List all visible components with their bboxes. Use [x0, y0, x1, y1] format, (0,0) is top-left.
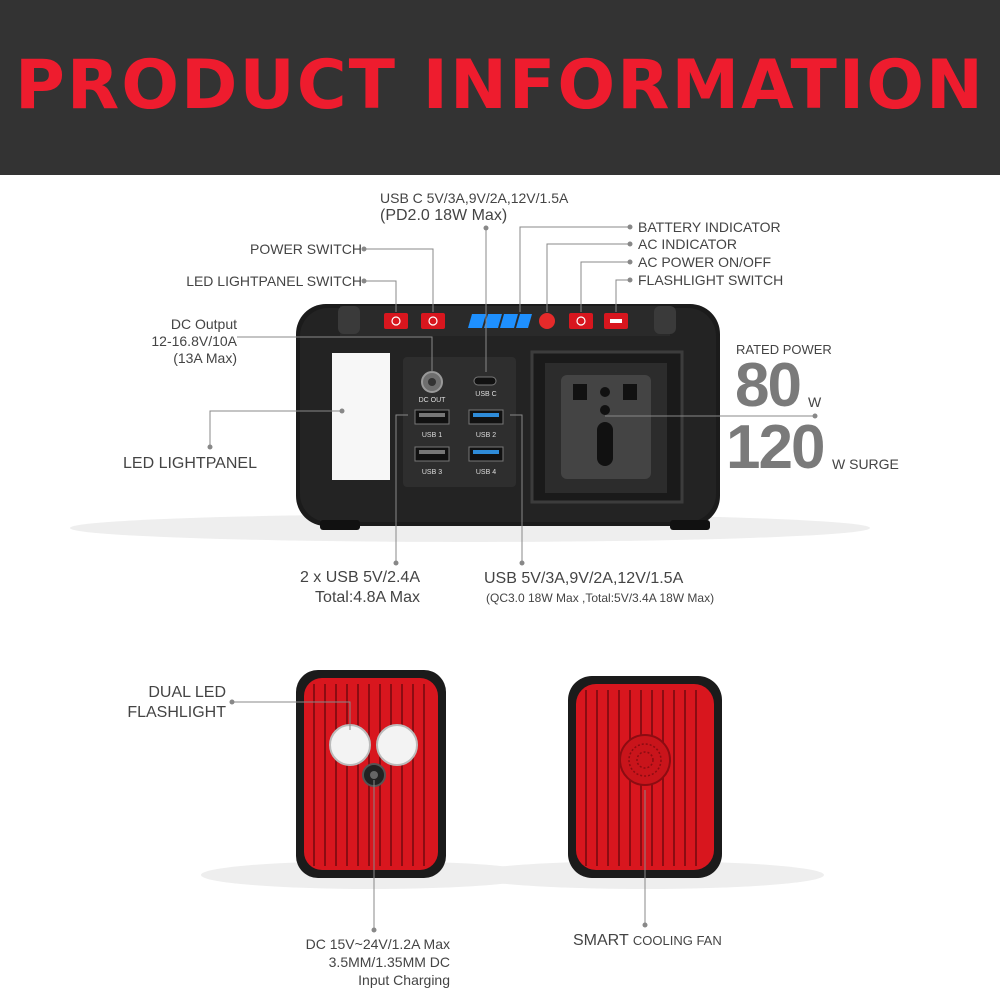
dc-input-line1: DC 15V~24V/1.2A Max: [305, 936, 450, 952]
led-lightpanel-switch-label: LED LIGHTPANEL SWITCH: [186, 273, 362, 289]
dual-led-line1: DUAL LED: [148, 684, 226, 701]
battery-indicator: [468, 314, 532, 328]
rated-power-unit: W: [808, 394, 822, 410]
header-banner: PRODUCT INFORMATION: [0, 0, 1000, 175]
ac-indicator-light: [539, 313, 555, 329]
usb-c-port-label: USB C: [475, 391, 496, 398]
ac-indicator-label: AC INDICATOR: [638, 236, 738, 252]
flashlight-end-view: [201, 670, 541, 889]
ac-power-button: [569, 313, 593, 329]
rated-power-value: 80: [735, 351, 802, 420]
fan-label-word1: SMART: [573, 932, 629, 949]
usb2-port-label: USB 2: [476, 432, 496, 439]
battery-indicator-label: BATTERY INDICATOR: [638, 219, 781, 235]
leader-dots: [207, 224, 818, 933]
usb4-port-label: USB 4: [476, 469, 496, 476]
flashlight-led-right: [376, 724, 418, 766]
dual-led-line2: FLASHLIGHT: [127, 704, 226, 721]
led-lightpanel: [332, 353, 390, 480]
usb-a-spec-line1: 2 x USB 5V/2.4A: [299, 569, 420, 586]
dc-output-line1: DC Output: [170, 316, 237, 332]
fan-end-view: [464, 676, 824, 889]
usb3-port-label: USB 3: [422, 469, 442, 476]
ac-power-label: AC POWER ON/OFF: [638, 254, 771, 270]
usb1-port-label: USB 1: [422, 432, 442, 439]
led-lightpanel-label: LED LIGHTPANEL: [123, 455, 257, 472]
power-switch-label: POWER SWITCH: [250, 241, 362, 257]
cooling-fan-grille: [619, 734, 671, 786]
power-switch-button: [421, 313, 445, 329]
flashlight-led-left: [329, 724, 371, 766]
dc-input-line2: 3.5MM/1.35MM DC: [328, 954, 450, 970]
main-unit: [296, 304, 720, 530]
usb-qc-spec-line1: USB 5V/3A,9V/2A,12V/1.5A: [484, 570, 684, 587]
leader-lines: [209, 226, 815, 930]
fan-label-word2: COOLING FAN: [632, 933, 722, 948]
page-title: PRODUCT INFORMATION: [15, 46, 985, 125]
dc-out-port-label: DC OUT: [419, 397, 447, 404]
usb-c-spec-line1: USB C 5V/3A,9V/2A,12V/1.5A: [380, 190, 569, 206]
led-panel-switch-button: [384, 313, 408, 329]
dc-input-line3: Input Charging: [358, 972, 450, 988]
rated-power-title: RATED POWER: [736, 342, 832, 357]
usb-a-spec-line2: Total:4.8A Max: [315, 589, 420, 606]
usb-c-spec-line2: (PD2.0 18W Max): [380, 207, 508, 224]
dc-output-line3: (13A Max): [173, 350, 237, 366]
smart-cooling-fan-label: SMART COOLING FAN: [573, 932, 722, 950]
flashlight-switch-label: FLASHLIGHT SWITCH: [638, 272, 784, 288]
surge-power-unit: W SURGE: [832, 456, 899, 472]
usb-c-port: [473, 376, 497, 386]
usb-qc-spec-line2: (QC3.0 18W Max ,Total:5V/3.4A 18W Max): [486, 591, 715, 605]
dc-output-line2: 12-16.8V/10A: [151, 333, 237, 349]
surge-power-value: 120: [726, 413, 825, 482]
